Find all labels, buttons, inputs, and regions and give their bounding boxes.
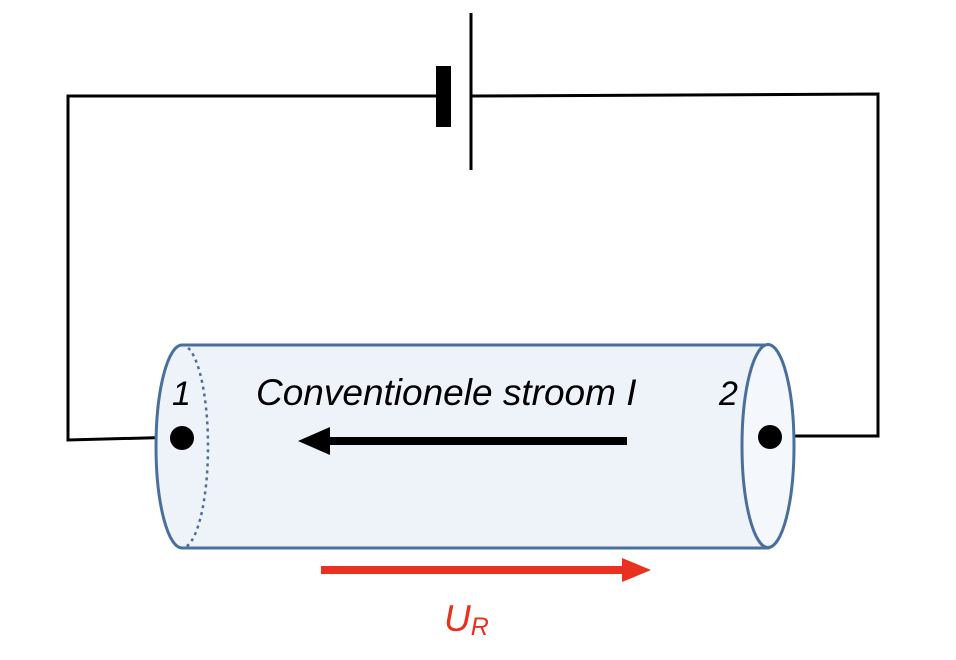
wire-left	[66, 94, 436, 442]
voltage-subscript: R	[471, 613, 489, 641]
current-label: Conventionele stroom I	[256, 372, 636, 413]
voltage-label: UR	[444, 598, 489, 641]
voltage-arrow-head	[622, 558, 651, 582]
cylinder-body	[154, 343, 770, 550]
battery-symbol	[436, 13, 473, 170]
terminal-2-dot	[758, 425, 782, 449]
voltage-arrow	[321, 558, 651, 582]
current-arrow	[298, 427, 627, 455]
battery-negative-plate	[436, 66, 451, 127]
current-arrow-head	[298, 427, 330, 455]
terminal-1-label: 1	[172, 375, 191, 413]
wire-right	[471, 92, 880, 438]
terminal-1-dot	[170, 426, 194, 450]
voltage-symbol: U	[444, 598, 471, 639]
terminal-2-label: 2	[718, 375, 738, 413]
conductor-cylinder	[154, 343, 796, 550]
